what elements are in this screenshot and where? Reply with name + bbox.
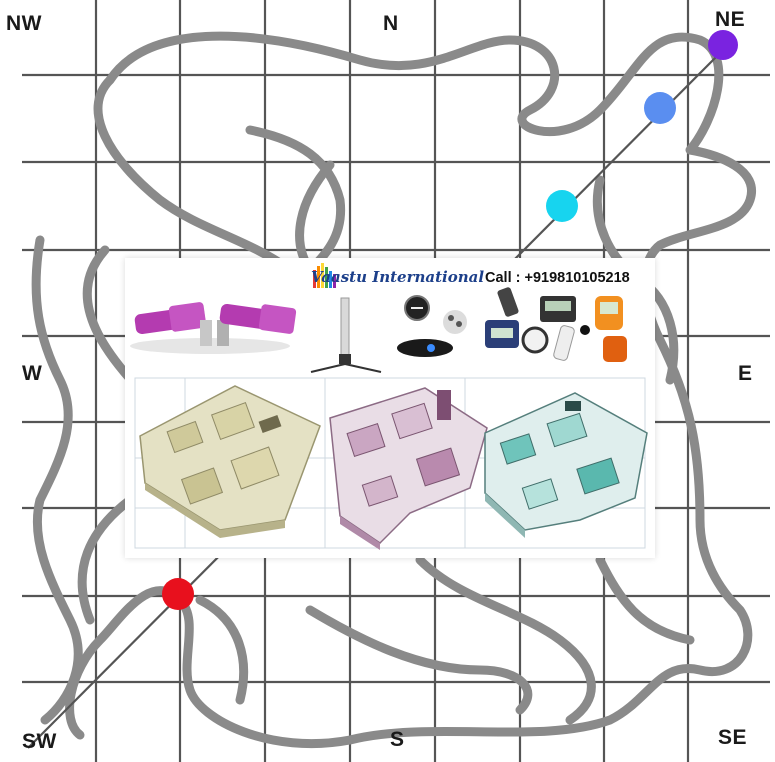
compass-icon: [397, 295, 467, 357]
lux-meter-icon: [485, 287, 549, 354]
direction-label-w: W: [22, 362, 43, 385]
purple-3d-floorplan: [329, 387, 488, 550]
direction-label-n: N: [383, 12, 399, 35]
sound-meter-icon: [540, 296, 590, 361]
direction-label-sw: SW: [22, 730, 57, 753]
rainbow-bars-logo-icon: [313, 263, 336, 288]
pyramid-rods-icon: [130, 302, 297, 354]
red-zone-dot: [162, 578, 194, 610]
brand-name: Vaastu International: [311, 268, 485, 286]
blue-zone-dot: [644, 92, 676, 124]
banner-artwork: [130, 263, 648, 550]
gauss-meter-icon: [595, 296, 627, 362]
direction-label-e: E: [738, 362, 753, 385]
direction-label-s: S: [390, 728, 405, 751]
direction-label-ne: NE: [715, 8, 746, 31]
beige-3d-floorplan: [139, 385, 321, 538]
vaastu-international-banner: Vaastu International Call : +91981010521…: [125, 258, 655, 558]
call-number: Call : +919810105218: [485, 270, 630, 286]
teal-3d-floorplan: [484, 392, 648, 538]
pendulum-stand-icon: [310, 297, 382, 373]
cyan-zone-dot: [546, 190, 578, 222]
purple-zone-dot: [708, 30, 738, 60]
direction-label-se: SE: [718, 726, 748, 749]
direction-label-nw: NW: [6, 12, 42, 35]
